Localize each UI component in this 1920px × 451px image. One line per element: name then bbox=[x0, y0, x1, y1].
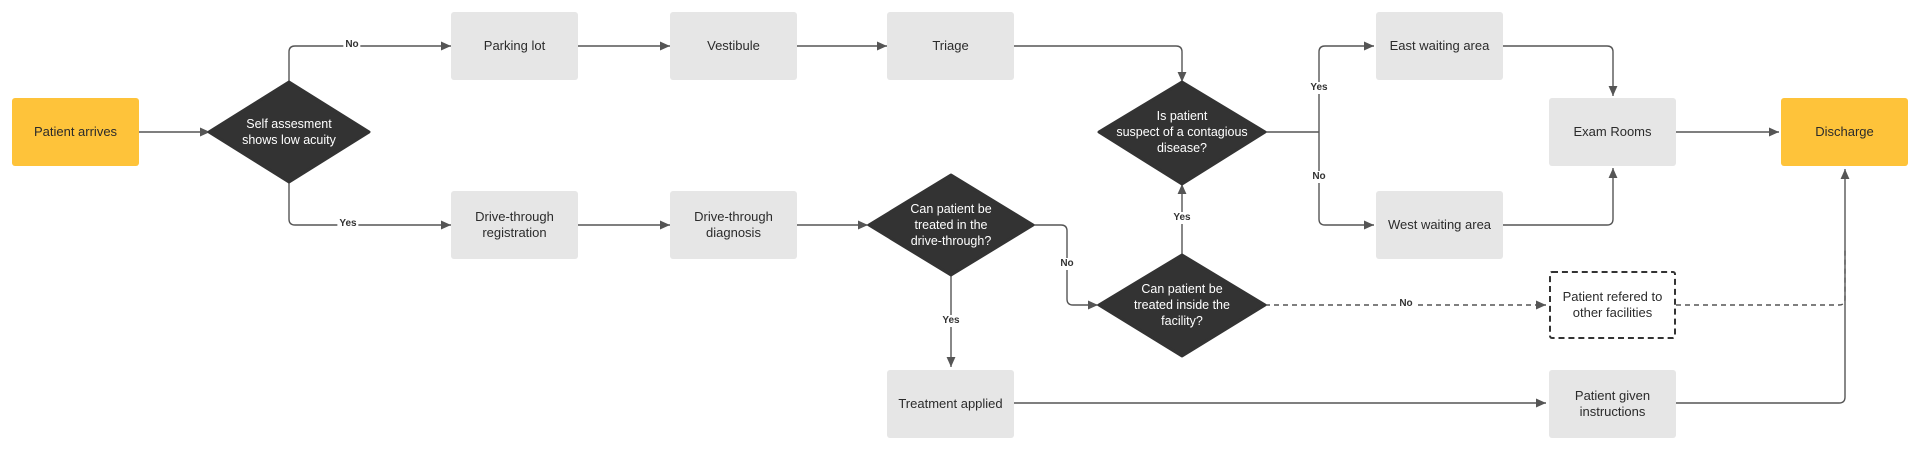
edge-self-yes-to-registration bbox=[288, 182, 451, 230]
node-patient-referred-label: Patient refered to other facilities bbox=[1562, 289, 1663, 320]
node-west-waiting-area: West waiting area bbox=[1376, 191, 1503, 259]
edge-referred-to-discharge bbox=[1676, 250, 1846, 306]
edge-label-contagious-yes: Yes bbox=[1308, 82, 1330, 94]
edge-west-to-exam bbox=[1503, 168, 1618, 226]
node-drive-through-registration-label: Drive-through registration bbox=[475, 209, 554, 240]
edge-label-inside-no: No bbox=[1397, 298, 1415, 310]
node-drive-through-registration: Drive-through registration bbox=[451, 191, 578, 259]
node-patient-referred: Patient refered to other facilities bbox=[1549, 271, 1676, 339]
node-triage: Triage bbox=[887, 12, 1014, 80]
edge-label-self-no: No bbox=[343, 39, 361, 51]
node-parking-lot: Parking lot bbox=[451, 12, 578, 80]
node-discharge: Discharge bbox=[1781, 98, 1908, 166]
edge-label-drive-yes: Yes bbox=[940, 315, 962, 327]
node-east-waiting-area: East waiting area bbox=[1376, 12, 1503, 80]
node-west-waiting-area-label: West waiting area bbox=[1387, 217, 1492, 232]
node-drive-through-diagnosis: Drive-through diagnosis bbox=[670, 191, 797, 259]
edge-triage-to-contagious bbox=[1014, 45, 1187, 82]
edge-label-inside-yes: Yes bbox=[1171, 212, 1193, 224]
node-vestibule-label: Vestibule bbox=[707, 38, 760, 53]
node-triage-label: Triage bbox=[932, 38, 969, 53]
decision-self-assessment-shape bbox=[207, 80, 371, 184]
node-parking-lot-label: Parking lot bbox=[483, 38, 546, 53]
edge-contagious-no-to-west bbox=[1318, 132, 1374, 230]
node-east-waiting-area-label: East waiting area bbox=[1389, 38, 1490, 53]
node-vestibule: Vestibule bbox=[670, 12, 797, 80]
edge-label-contagious-no: No bbox=[1310, 171, 1328, 183]
node-discharge-label: Discharge bbox=[1815, 124, 1874, 139]
node-patient-arrives: Patient arrives bbox=[12, 98, 139, 166]
node-treatment-applied-label: Treatment applied bbox=[898, 396, 1003, 411]
decision-inside-shape bbox=[1097, 253, 1267, 358]
node-patient-arrives-label: Patient arrives bbox=[33, 124, 118, 139]
node-patient-instructions-label: Patient given instructions bbox=[1574, 388, 1651, 419]
node-treatment-applied: Treatment applied bbox=[887, 370, 1014, 438]
decision-contagious-shape bbox=[1097, 80, 1267, 186]
edge-east-to-exam bbox=[1503, 45, 1618, 96]
edge-label-self-yes: Yes bbox=[337, 218, 359, 230]
node-drive-through-diagnosis-label: Drive-through diagnosis bbox=[694, 209, 773, 240]
edge-instructions-to-discharge bbox=[1676, 169, 1850, 404]
node-exam-rooms-label: Exam Rooms bbox=[1573, 124, 1652, 139]
edge-self-no-to-parking bbox=[288, 41, 451, 83]
node-patient-instructions: Patient given instructions bbox=[1549, 370, 1676, 438]
edge-label-drive-no: No bbox=[1058, 258, 1076, 270]
decision-drive-through-shape bbox=[867, 173, 1035, 277]
node-exam-rooms: Exam Rooms bbox=[1549, 98, 1676, 166]
edge-contagious-yes-to-east bbox=[1318, 41, 1374, 132]
